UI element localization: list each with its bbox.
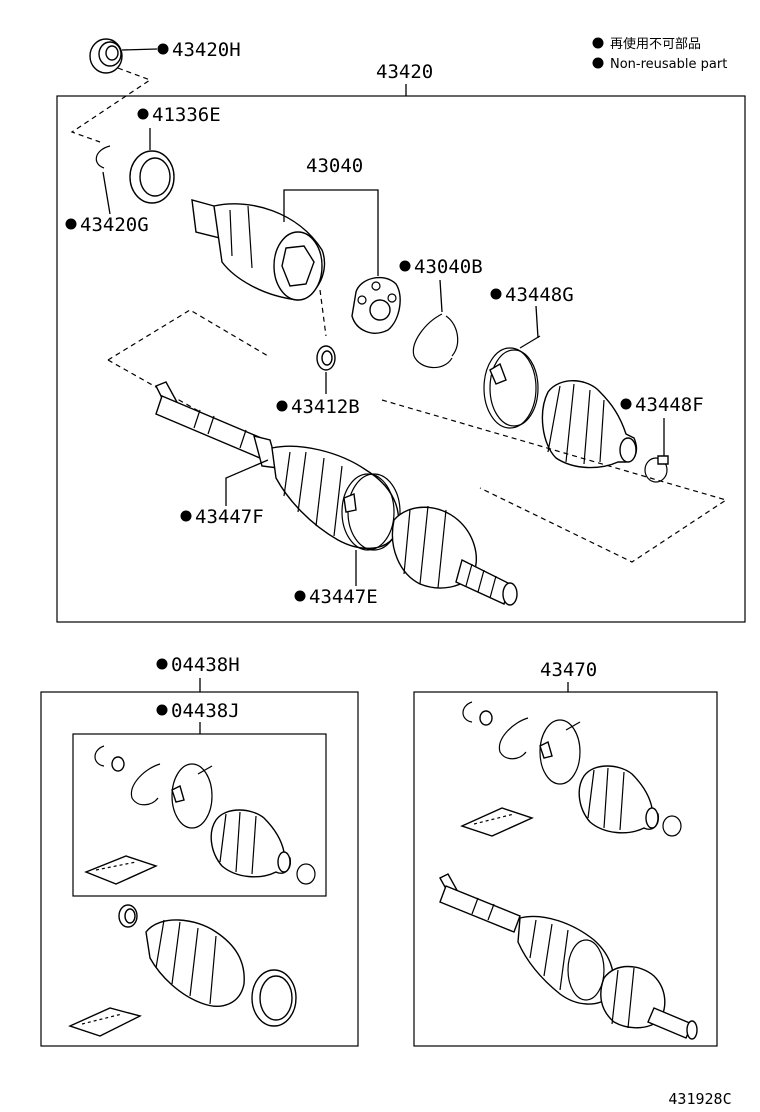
kit-04438J-frame [72, 733, 327, 897]
legend-jp: 再使用不可部品 [610, 36, 701, 52]
label-43412B: 43412B [291, 396, 360, 418]
part-43447E-clamp-band [341, 473, 401, 551]
legend-en: Non-reusable part [610, 57, 727, 72]
part-drive-shaft [155, 381, 279, 469]
leader-43447F [225, 459, 269, 506]
part-boot-outboard [541, 380, 638, 469]
part-43420H-seal [89, 38, 123, 74]
marker-43412B-icon [276, 400, 288, 412]
marker-43447F-icon [180, 510, 192, 522]
part-43448G-clamp-band [483, 335, 541, 429]
label-43420: 43420 [376, 61, 433, 83]
part-outboard-boot-stub [391, 505, 518, 606]
label-04438J: 04438J [171, 700, 240, 722]
legend-dot-icon [592, 37, 604, 49]
marker-43448G-icon [490, 288, 502, 300]
legend: 再使用不可部品 Non-reusable part [592, 36, 727, 72]
leader-43448G [535, 305, 539, 339]
label-43420H: 43420H [172, 39, 241, 61]
part-43412B-snap-ring [316, 345, 336, 371]
kit-43470-parts [439, 701, 698, 1040]
part-43420G-snap-ring [95, 145, 111, 169]
part-41336E-ring [129, 150, 175, 204]
label-43470: 43470 [540, 659, 597, 681]
label-04438H: 04438H [171, 654, 240, 676]
dashed-outline-right [381, 399, 728, 563]
kit-04438H-parts [68, 904, 297, 1037]
marker-04438J-icon [156, 704, 168, 716]
leader-43040 [283, 189, 379, 276]
part-43040B-ring-back [445, 315, 459, 357]
label-43447F: 43447F [195, 506, 264, 528]
main-assembly-frame [56, 95, 746, 623]
leader-43040B [439, 279, 443, 313]
part-43040-inner-hub [351, 276, 401, 334]
part-43040-outer-joint [191, 199, 326, 301]
label-43420G: 43420G [80, 214, 149, 236]
part-43448F-small-clamp [644, 455, 669, 483]
dashed-guide-43420H [70, 67, 152, 143]
dashed-outline-left [107, 309, 269, 361]
label-41336E: 41336E [152, 104, 221, 126]
kit-04438H-frame [40, 691, 359, 1047]
label-43040: 43040 [306, 155, 363, 177]
label-43447E: 43447E [309, 586, 378, 608]
label-43448F: 43448F [635, 394, 704, 416]
part-43447F-inboard-boot [271, 445, 400, 550]
dashed-guide-43412B [319, 289, 327, 337]
marker-43420G-icon [65, 218, 77, 230]
marker-41336E-icon [137, 108, 149, 120]
legend-dot-icon [592, 57, 604, 69]
diagram-code: 431928C [668, 1090, 731, 1108]
kit-43470-frame [413, 691, 718, 1047]
part-43040B-ring [412, 313, 453, 369]
marker-43447E-icon [294, 590, 306, 602]
marker-43448F-icon [620, 398, 632, 410]
leader-43420G [102, 171, 111, 215]
marker-43040B-icon [399, 260, 411, 272]
label-43448G: 43448G [505, 284, 574, 306]
leader-43420H [121, 48, 158, 51]
label-43040B: 43040B [414, 256, 483, 278]
marker-04438H-icon [156, 658, 168, 670]
marker-43420H-icon [157, 43, 169, 55]
kit-04438J-parts [84, 745, 316, 885]
